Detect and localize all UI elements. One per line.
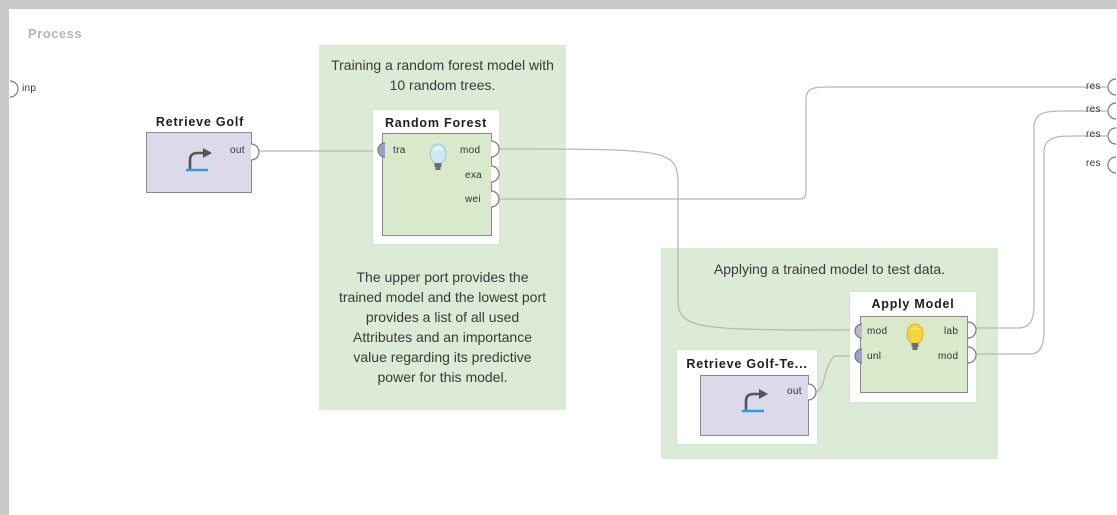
result-port-3[interactable]	[1105, 127, 1117, 145]
operator-body[interactable]	[700, 375, 809, 436]
result-port-2[interactable]	[1105, 102, 1117, 120]
operator-retrieve-golf-test[interactable]: Retrieve Golf-Te... out	[677, 350, 817, 444]
input-port-label: mod	[867, 326, 888, 337]
operator-random-forest[interactable]: Random Forest tra mod exa wei	[373, 110, 502, 244]
lightbulb-icon	[429, 143, 447, 170]
wire-weights-to-result	[497, 86, 1107, 200]
input-port-tra[interactable]	[374, 142, 386, 158]
result-port-2-label: res	[1086, 104, 1101, 115]
process-input-port[interactable]	[9, 80, 19, 98]
result-port-4[interactable]	[1105, 156, 1117, 174]
retrieve-arrow-icon	[742, 389, 768, 413]
wire-model-to-result	[971, 135, 1107, 355]
output-port-out[interactable]	[250, 143, 262, 161]
canvas-top-border	[0, 0, 1117, 9]
operator-title: Retrieve Golf	[155, 115, 245, 129]
wire-test-to-apply	[813, 355, 852, 393]
wire-forest-model-to-apply	[496, 148, 853, 331]
operator-title: Retrieve Golf-Te...	[686, 357, 808, 371]
output-port-label: out	[787, 386, 802, 397]
note-upper-port-text: The upper port provides the trained mode…	[338, 269, 546, 385]
operator-body[interactable]	[146, 132, 252, 193]
output-port-out[interactable]	[807, 383, 819, 401]
output-port-label: lab	[944, 326, 959, 337]
output-port-exa[interactable]	[490, 165, 502, 183]
lightbulb-icon	[906, 323, 924, 350]
result-port-4-label: res	[1086, 158, 1101, 169]
wire-labels-to-result	[971, 110, 1107, 329]
output-port-lab[interactable]	[967, 321, 979, 339]
retrieve-arrow-icon	[186, 148, 212, 172]
input-port-label: unl	[867, 351, 882, 362]
input-port-mod[interactable]	[851, 323, 863, 339]
note-applying-text: Applying a trained model to test data.	[713, 261, 946, 277]
canvas-left-border	[0, 9, 9, 515]
note-training-text: Training a random forest model with 10 r…	[331, 57, 554, 93]
output-port-label: wei	[465, 194, 481, 205]
operator-title: Random Forest	[384, 116, 488, 130]
output-port-wei[interactable]	[490, 190, 502, 208]
process-title: Process	[28, 26, 83, 41]
output-port-label: mod	[938, 351, 959, 362]
input-port-label: tra	[393, 145, 406, 156]
result-port-3-label: res	[1086, 129, 1101, 140]
operator-retrieve-golf[interactable]: Retrieve Golf out	[140, 110, 260, 205]
output-port-label: mod	[460, 145, 481, 156]
output-port-label: out	[230, 145, 245, 156]
operator-title: Apply Model	[871, 297, 955, 311]
output-port-label: exa	[465, 170, 483, 181]
result-port-1[interactable]	[1105, 78, 1117, 96]
output-port-mod[interactable]	[490, 140, 502, 158]
process-input-label: inp	[22, 83, 37, 94]
operator-apply-model[interactable]: Apply Model mod unl lab mod	[850, 292, 979, 402]
output-port-mod[interactable]	[967, 346, 979, 364]
input-port-unl[interactable]	[851, 348, 863, 364]
result-port-1-label: res	[1086, 81, 1101, 92]
